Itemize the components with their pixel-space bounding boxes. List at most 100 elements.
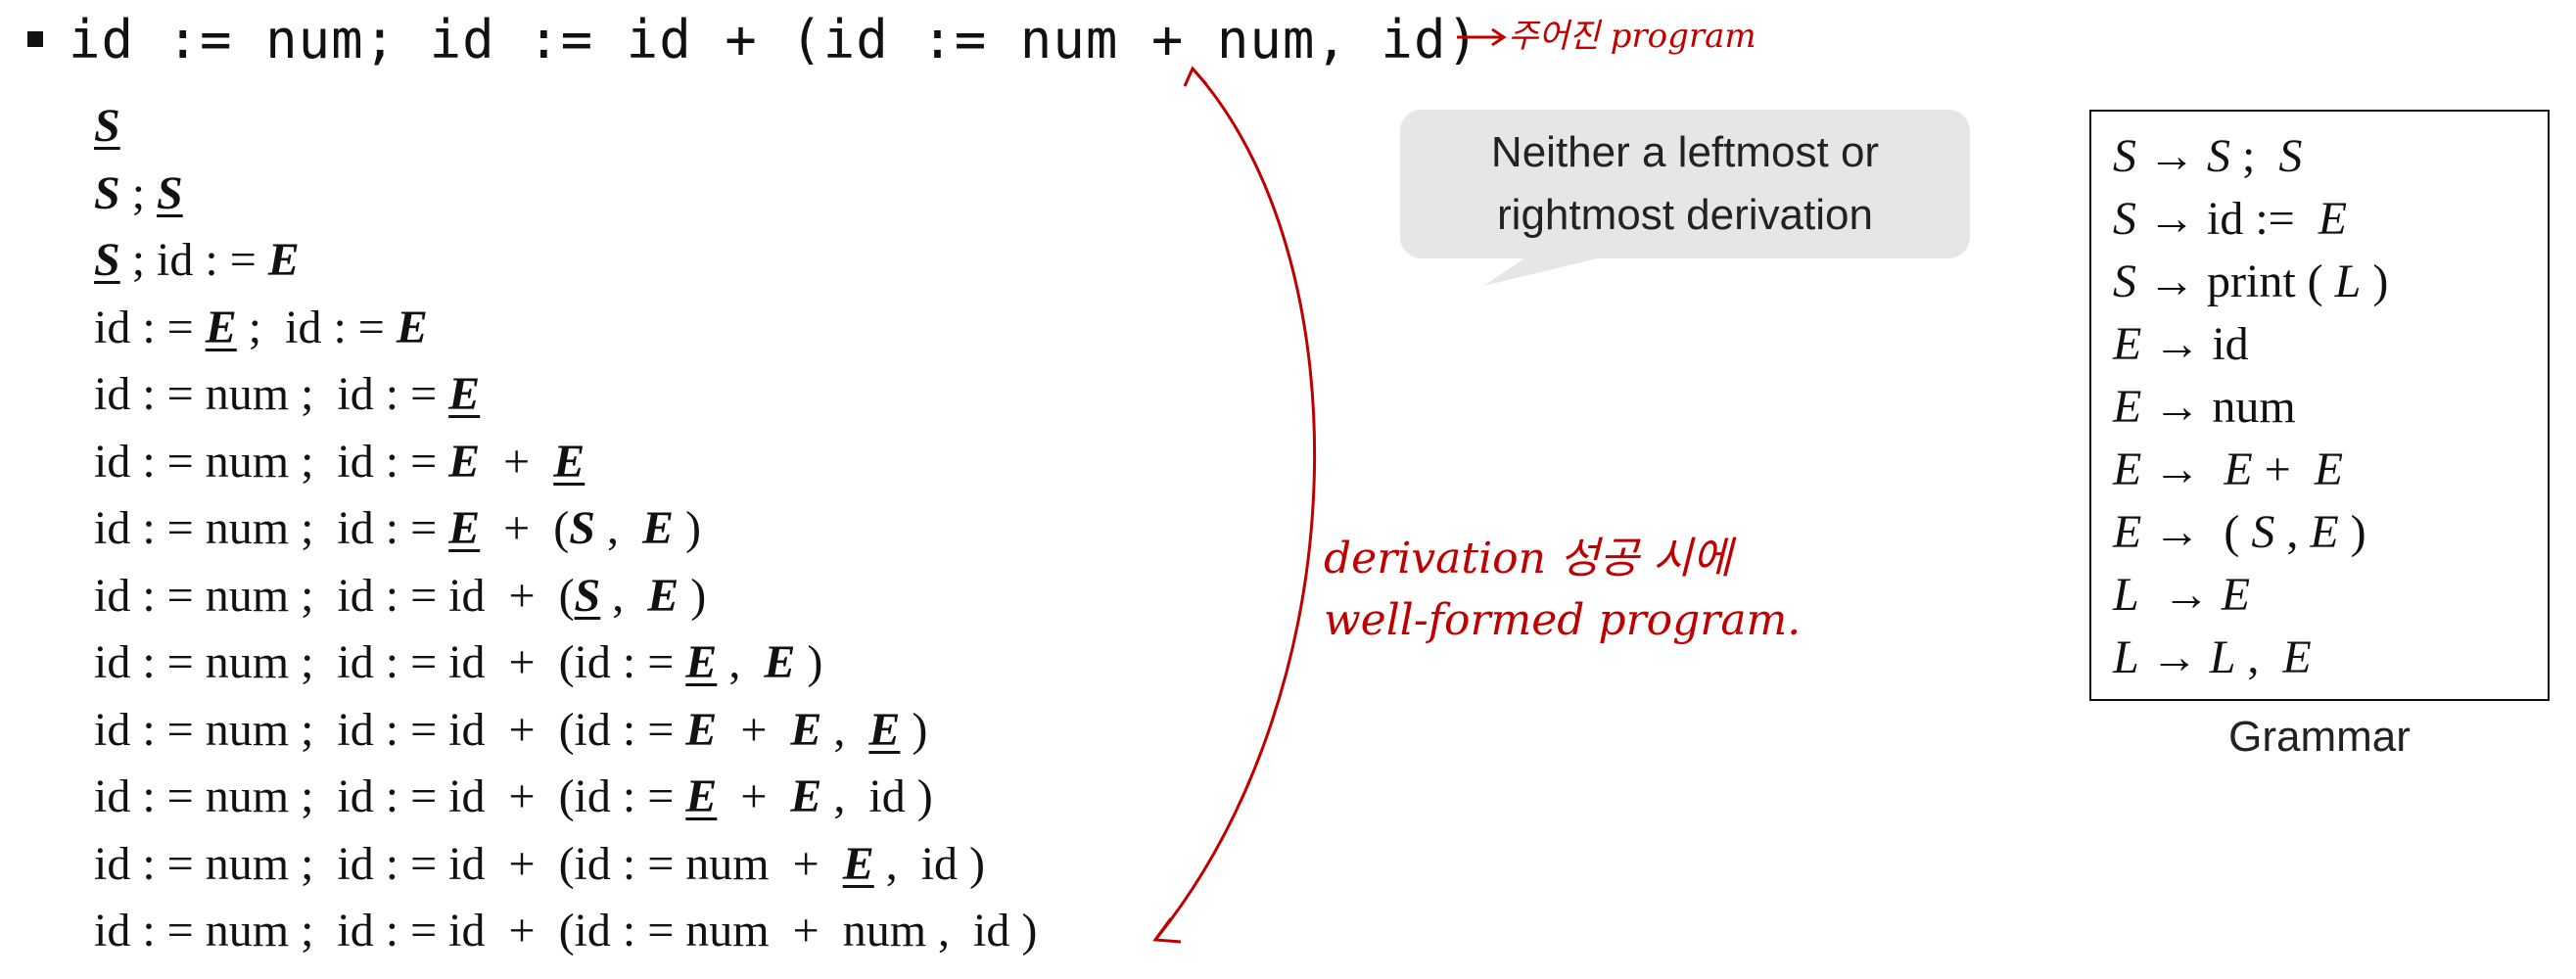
token: ; id : = xyxy=(119,234,268,286)
token: → id := xyxy=(2136,193,2318,245)
symbol: E xyxy=(2314,443,2344,495)
curved-arrow-bottom-head-icon xyxy=(1152,917,1182,944)
expanded-symbol: S xyxy=(94,234,120,286)
note-line-1: derivation 성공 시에 xyxy=(1324,534,1737,583)
speech-bubble: Neither a leftmost or rightmost derivati… xyxy=(1400,110,1970,258)
token: ; id : = xyxy=(236,301,397,353)
symbol: E xyxy=(641,502,674,554)
program-code: id := num; id := id + (id := num + num, … xyxy=(69,8,1479,70)
token: ; xyxy=(119,166,158,219)
symbol: L xyxy=(2209,631,2236,683)
grammar-caption: Grammar xyxy=(2228,713,2411,761)
grammar-rule: E → E + E xyxy=(2113,439,2548,501)
grammar-rule: S → id := E xyxy=(2113,188,2548,251)
token: + xyxy=(2252,443,2315,495)
symbol: E xyxy=(267,234,300,286)
grammar-rule: L → L , E xyxy=(2113,627,2548,689)
token: ) xyxy=(679,569,707,622)
symbol: E xyxy=(2113,506,2142,558)
token: id : = num ; id : = xyxy=(94,435,449,488)
derivation-step: id : = num ; id : = E + E xyxy=(94,429,1037,496)
symbol: S xyxy=(2113,256,2136,307)
expanded-symbol: E xyxy=(685,636,718,688)
symbol: L xyxy=(2113,631,2139,683)
token: , id ) xyxy=(821,770,933,822)
token: ; xyxy=(2230,130,2279,182)
token: , xyxy=(594,502,642,554)
expanded-symbol: E xyxy=(685,770,718,822)
token: id : = num ; id : = id + ( xyxy=(94,569,575,622)
derivation-step: id : = num ; id : = id + (id : = num + E… xyxy=(94,831,1037,899)
expanded-symbol: E xyxy=(553,435,585,488)
derivation-step: id : = num ; id : = id + (id : = E + E ,… xyxy=(94,764,1037,831)
derivation-step: id : = num ; id : = id + (id : = E + E ,… xyxy=(94,697,1037,765)
symbol: E xyxy=(647,569,679,622)
expanded-symbol: E xyxy=(448,502,481,554)
token: → ( xyxy=(2141,506,2252,558)
token: + xyxy=(717,703,791,756)
grammar-rule: S → print ( L ) xyxy=(2113,251,2548,313)
symbol: S xyxy=(2113,193,2136,245)
symbol: S xyxy=(94,166,120,219)
token: , xyxy=(600,569,648,622)
expanded-symbol: E xyxy=(868,703,901,756)
grammar-rule: E → ( S , E ) xyxy=(2113,501,2548,564)
grammar-rule: E → num xyxy=(2113,376,2548,439)
token: → xyxy=(2136,130,2207,182)
arrow-head-icon xyxy=(1491,27,1507,47)
token: , xyxy=(821,703,869,756)
bubble-line-2: rightmost derivation xyxy=(1497,191,1873,239)
expanded-symbol: E xyxy=(205,301,237,353)
bubble-line-1: Neither a leftmost or xyxy=(1490,128,1880,176)
bubble-tail xyxy=(1483,256,1606,286)
token: + ( xyxy=(480,502,570,554)
token: ) xyxy=(2338,506,2366,558)
grammar-rule: E → id xyxy=(2113,313,2548,376)
grammar-rule: S → S ; S xyxy=(2113,125,2548,188)
note-line-2: well-formed program. xyxy=(1324,595,1801,645)
bullet-icon xyxy=(27,31,43,47)
symbol: S xyxy=(2207,130,2230,182)
symbol: E xyxy=(396,301,428,353)
token: , xyxy=(2235,631,2283,683)
symbol: E xyxy=(2224,443,2253,495)
symbol: E xyxy=(764,636,796,688)
token: id : = num ; id : = id + (id : = num + xyxy=(94,837,843,890)
token: ) xyxy=(900,703,928,756)
token: , xyxy=(2274,506,2311,558)
expanded-symbol: S xyxy=(94,100,120,152)
symbol: S xyxy=(569,502,595,554)
derivation-step: id : = num ; id : = id + (id : = E , E ) xyxy=(94,629,1037,697)
curved-arrow-top-head-icon xyxy=(1183,66,1208,87)
token: → xyxy=(2138,569,2222,621)
token: → xyxy=(2141,443,2225,495)
program-annotation: 주어진 program xyxy=(1508,17,1756,56)
token: → print ( xyxy=(2136,256,2335,307)
symbol: S xyxy=(2251,506,2275,558)
token: + xyxy=(480,435,554,488)
expanded-symbol: E xyxy=(842,837,874,890)
token: ) xyxy=(795,636,823,688)
grammar-rule: L → E xyxy=(2113,564,2548,627)
curved-arrow xyxy=(1153,67,1317,941)
symbol: L xyxy=(2113,569,2139,621)
token: → xyxy=(2138,631,2210,683)
symbol: E xyxy=(2113,443,2142,495)
symbol: E xyxy=(2318,193,2348,245)
derivation-step: S ; S xyxy=(94,161,1037,228)
symbol: E xyxy=(685,703,718,756)
symbol: E xyxy=(2282,631,2312,683)
derivation-step: id : = num ; id : = E + (S , E ) xyxy=(94,495,1037,563)
symbol: E xyxy=(790,770,822,822)
token: id : = num ; id : = xyxy=(94,368,449,420)
token: ) xyxy=(673,502,701,554)
token: → num xyxy=(2141,381,2296,433)
token: → id xyxy=(2141,318,2249,370)
symbol: E xyxy=(2113,381,2142,433)
derivation-step: id : = num ; id : = id + (S , E ) xyxy=(94,563,1037,630)
derivation-step: S xyxy=(94,93,1037,161)
expanded-symbol: S xyxy=(157,166,183,219)
symbol: E xyxy=(2221,569,2251,621)
